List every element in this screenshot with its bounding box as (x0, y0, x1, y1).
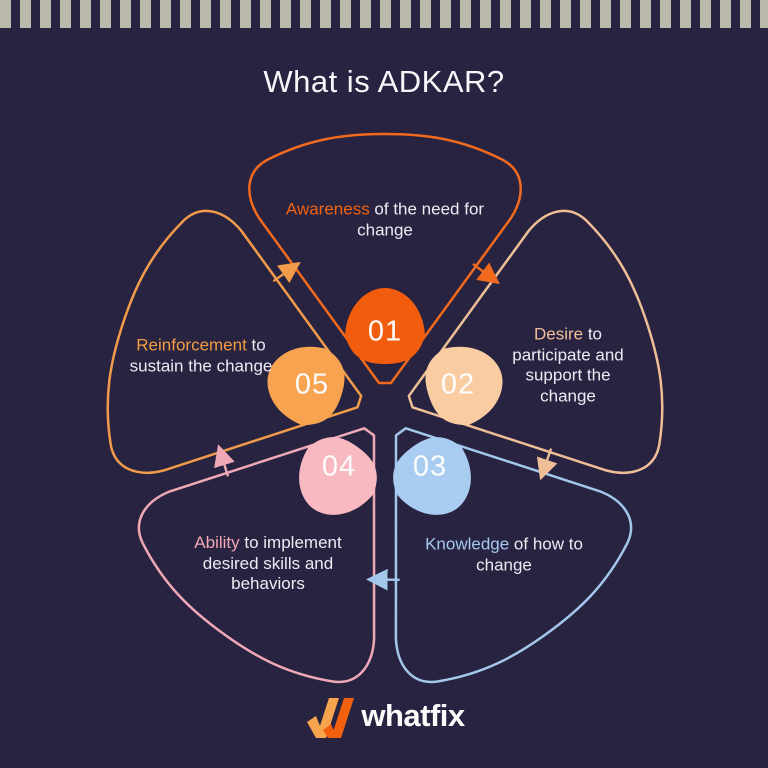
step-number-knowledge: 03 (412, 450, 448, 483)
step-label-awareness: Awareness of the need for change (271, 199, 499, 240)
step-label-desire: Desire to participate and support the ch… (504, 325, 632, 408)
step-keyword: Reinforcement (136, 335, 247, 355)
whatfix-logo: whatfix (0, 690, 768, 742)
step-description: to implement desired skills and behavior… (202, 532, 342, 594)
step-number-ability: 04 (321, 450, 357, 483)
step-keyword: Awareness (285, 199, 370, 219)
step-number-desire: 02 (440, 368, 476, 401)
logo-mark-stroke (316, 698, 340, 738)
step-label-ability: Ability to implement desired skills and … (184, 533, 352, 595)
step-label-reinforcement: Reinforcement to sustain the change (126, 335, 276, 376)
step-description: to participate and support the change (512, 324, 624, 406)
flow-arrow-desire-to-knowledge (536, 448, 558, 481)
top-stripe-pattern (0, 0, 768, 28)
step-description: of the need for change (357, 199, 485, 239)
step-keyword: Knowledge (425, 534, 510, 554)
step-label-knowledge: Knowledge of how to change (414, 534, 594, 575)
step-description: of how to change (476, 534, 583, 574)
whatfix-wordmark: whatfix (361, 698, 465, 733)
flow-arrow-reinforcement-to-awareness (272, 261, 301, 284)
step-number-reinforcement: 05 (294, 368, 330, 401)
step-keyword: Ability (194, 532, 240, 552)
logo-mark-stroke (331, 698, 355, 738)
flow-arrow-ability-to-reinforcement (214, 444, 235, 477)
flow-arrow-knowledge-to-ability (366, 568, 400, 591)
step-description: to sustain the change (129, 335, 273, 375)
page-title: What is ADKAR? (263, 64, 505, 99)
flow-arrow-awareness-to-desire (472, 262, 500, 285)
step-keyword: Desire (533, 324, 584, 344)
step-number-awareness: 01 (367, 315, 403, 348)
whatfix-logo-mark (307, 698, 355, 738)
